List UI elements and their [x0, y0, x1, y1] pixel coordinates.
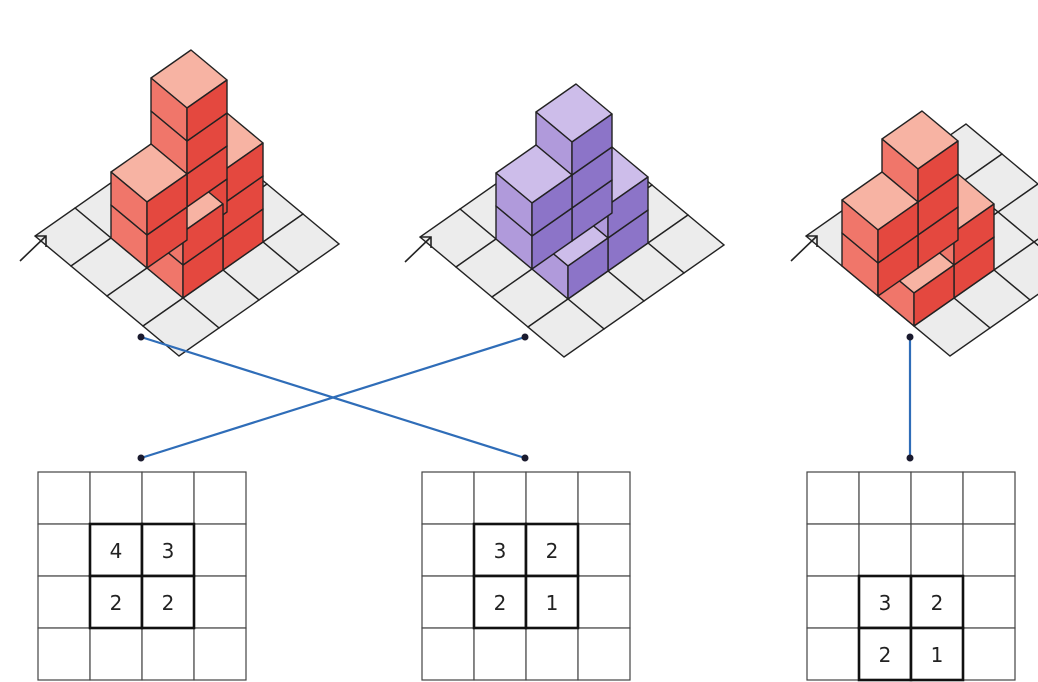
map-cell — [577, 471, 631, 525]
isometric-figure-c — [790, 110, 1038, 357]
map-cell — [37, 627, 91, 681]
map-cell — [962, 627, 1016, 681]
map-cell-number: 2 — [546, 539, 559, 563]
map-filled-cell — [909, 574, 965, 630]
map-cell — [37, 523, 91, 577]
connector-dot-map-3 — [906, 454, 914, 462]
connector-dot-fig-a — [137, 333, 145, 341]
map-cell — [962, 575, 1016, 629]
map-cell — [37, 575, 91, 629]
map-cell — [806, 471, 860, 525]
map-cell-number: 2 — [494, 591, 507, 615]
map-cell — [910, 523, 964, 577]
view-direction-arrow-icon — [404, 236, 432, 263]
map-cell — [525, 471, 579, 525]
map-cell — [577, 523, 631, 577]
cube — [881, 110, 959, 203]
view-direction-arrow-icon — [790, 235, 818, 262]
map-filled-cell — [524, 574, 580, 630]
connector-dot-map-2 — [521, 454, 529, 462]
map-cell — [141, 627, 195, 681]
map-cell — [910, 471, 964, 525]
map-filled-cell — [909, 626, 965, 682]
map-filled-cell — [857, 626, 913, 682]
cube — [495, 144, 573, 237]
map-cell — [421, 523, 475, 577]
base-tile — [141, 297, 221, 357]
connector-dot-fig-b — [521, 333, 529, 341]
map-cell-number: 4 — [110, 539, 123, 563]
connector-dot-map-1 — [137, 454, 145, 462]
map-cell — [858, 523, 912, 577]
map-cell — [193, 523, 247, 577]
map-cell — [473, 627, 527, 681]
map-cell-number: 1 — [931, 643, 944, 667]
top-view-map-1: 4 3 2 2 — [37, 471, 247, 681]
map-filled-cell — [524, 522, 580, 578]
map-cell — [193, 575, 247, 629]
map-cell-number: 2 — [879, 643, 892, 667]
cube — [841, 171, 919, 264]
isometric-figure-a — [19, 49, 341, 357]
map-cell — [806, 627, 860, 681]
map-cell — [421, 471, 475, 525]
map-cell — [473, 471, 527, 525]
map-cell-number: 2 — [931, 591, 944, 615]
map-cell — [193, 471, 247, 525]
map-cell-number: 3 — [879, 591, 892, 615]
map-cell — [141, 471, 195, 525]
map-cell — [89, 627, 143, 681]
connector-line-b — [140, 335, 526, 460]
map-cell — [421, 575, 475, 629]
map-cell — [37, 471, 91, 525]
connector-lines — [137, 333, 914, 462]
top-view-map-2: 3 2 2 1 — [421, 471, 631, 681]
top-view-map-3: 3 2 2 1 — [806, 471, 1016, 682]
isometric-figures — [19, 49, 1038, 358]
map-cell-number: 3 — [494, 539, 507, 563]
map-cell — [858, 471, 912, 525]
top-view-maps: 4 3 2 2 3 2 2 1 3 2 2 1 — [37, 471, 1016, 682]
map-cell-number: 2 — [110, 591, 123, 615]
map-cell — [962, 471, 1016, 525]
map-filled-cell — [140, 522, 196, 578]
map-filled-cell — [857, 574, 913, 630]
map-cell — [421, 627, 475, 681]
map-cell-number: 3 — [162, 539, 175, 563]
cube — [110, 143, 188, 236]
map-cell — [525, 627, 579, 681]
map-cell — [806, 523, 860, 577]
map-cell — [193, 627, 247, 681]
map-cell — [962, 523, 1016, 577]
map-cell-number: 2 — [162, 591, 175, 615]
cube — [150, 49, 228, 142]
view-direction-arrow-icon — [19, 235, 47, 262]
base-tile — [526, 298, 606, 358]
isometric-figure-b — [404, 83, 726, 358]
map-filled-cell — [140, 574, 196, 630]
map-cell — [577, 575, 631, 629]
connector-dot-fig-c — [906, 333, 914, 341]
map-cell — [806, 575, 860, 629]
map-cell-number: 1 — [546, 591, 559, 615]
map-cell — [89, 471, 143, 525]
map-cell — [577, 627, 631, 681]
